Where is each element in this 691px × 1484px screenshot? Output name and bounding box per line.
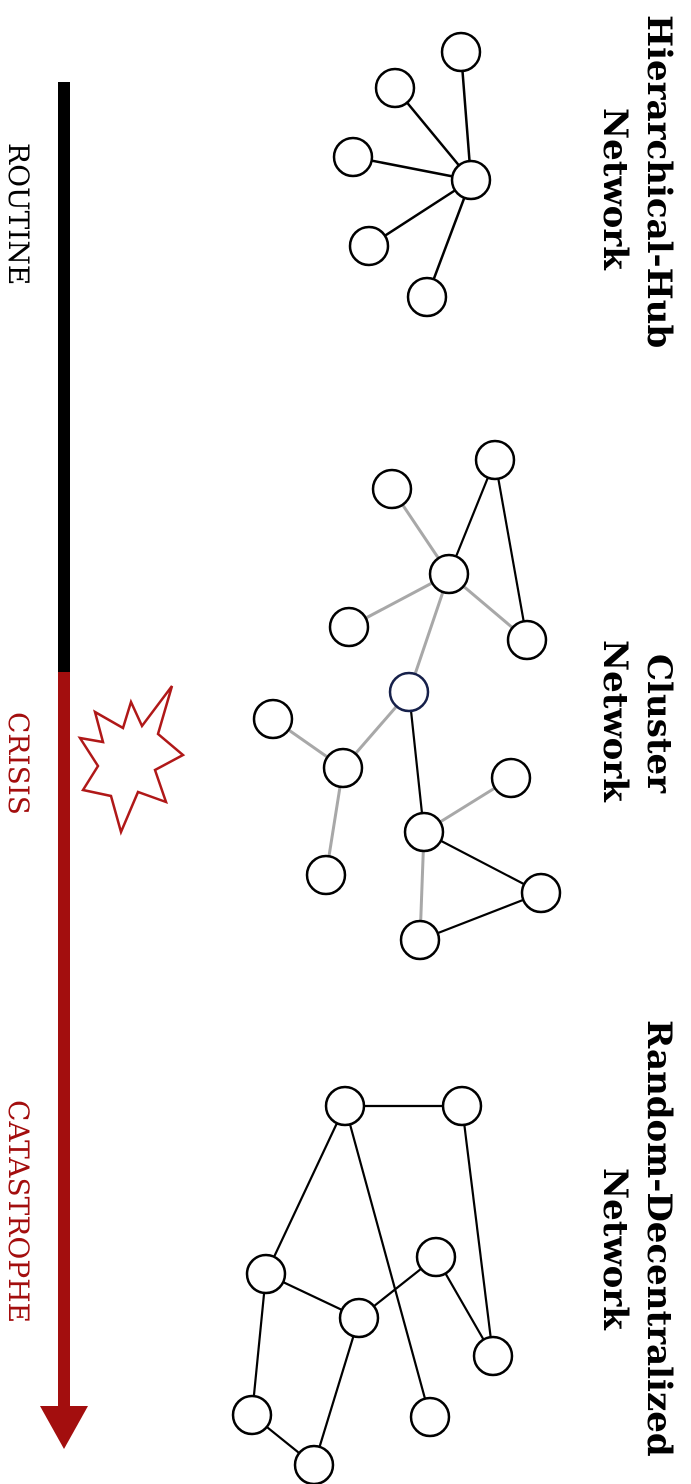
cluster-node bbox=[474, 439, 516, 481]
catastrophe-label: CATASTROPHE bbox=[2, 1100, 35, 1323]
random-network bbox=[231, 1085, 514, 1484]
leaf-node bbox=[440, 31, 482, 73]
random-node bbox=[338, 1297, 380, 1339]
random-node bbox=[409, 1396, 451, 1438]
random-node bbox=[472, 1335, 514, 1377]
random-node bbox=[245, 1253, 287, 1295]
hierarchical-title-line1: Hierarchical-Hub bbox=[639, 15, 679, 348]
cluster-network bbox=[252, 439, 562, 961]
random-node bbox=[441, 1085, 483, 1127]
leaf-node bbox=[374, 67, 416, 109]
random-title-line2: Network bbox=[595, 1168, 635, 1331]
cluster-node bbox=[399, 919, 441, 961]
cluster-node bbox=[371, 468, 413, 510]
crisis-label: CRISIS bbox=[2, 712, 35, 815]
cluster-hub-node bbox=[428, 553, 470, 595]
cluster-node bbox=[490, 757, 532, 799]
random-title-line1: Random-Decentralized bbox=[639, 1020, 679, 1457]
cluster-title-line2: Network bbox=[595, 640, 635, 803]
cluster-node bbox=[252, 698, 294, 740]
leaf-node bbox=[332, 136, 374, 178]
routine-label: ROUTINE bbox=[2, 143, 35, 285]
cluster-node bbox=[520, 872, 562, 914]
cluster-hub-node bbox=[403, 811, 445, 853]
cluster-node bbox=[506, 619, 548, 661]
hierarchical-title-line2: Network bbox=[595, 108, 635, 271]
timeline-arrow bbox=[40, 82, 88, 1449]
cluster-title-line1: Cluster bbox=[639, 654, 679, 794]
cluster-center-node bbox=[388, 671, 430, 713]
random-node bbox=[415, 1236, 457, 1278]
random-node bbox=[324, 1085, 366, 1127]
crisis-segment bbox=[58, 672, 70, 1406]
hub-node bbox=[450, 159, 492, 201]
random-node bbox=[231, 1394, 273, 1436]
routine-segment bbox=[58, 82, 70, 672]
explosion-icon bbox=[77, 685, 186, 836]
cluster-node bbox=[305, 854, 347, 896]
cluster-hub-node bbox=[322, 747, 364, 789]
leaf-node bbox=[406, 276, 448, 318]
cluster-node bbox=[328, 606, 370, 648]
arrow-head bbox=[40, 1406, 88, 1449]
leaf-node bbox=[348, 225, 390, 267]
random-node bbox=[293, 1444, 335, 1484]
hierarchical-network bbox=[332, 31, 492, 318]
